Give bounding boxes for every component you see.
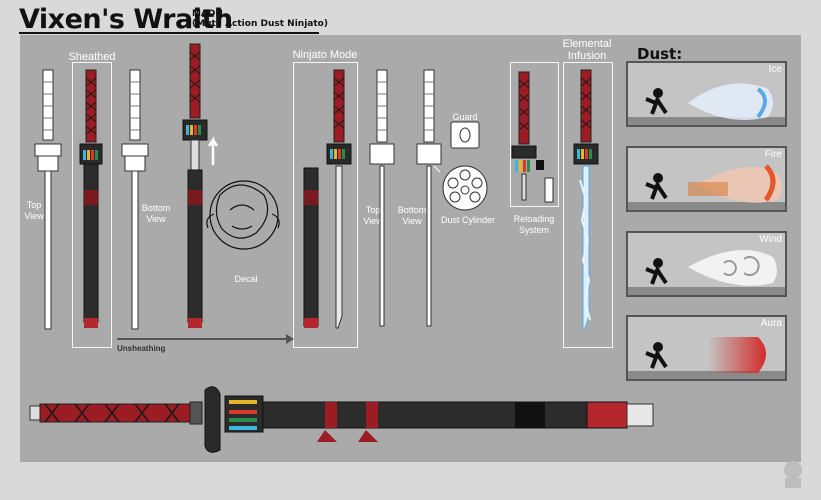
dust-label-wind: Wind bbox=[759, 234, 782, 245]
abbreviation: MADN bbox=[192, 9, 223, 19]
reloading-system-diagram bbox=[511, 71, 554, 203]
unsheathing-arrow bbox=[117, 334, 294, 344]
dust-card-aura: Aura bbox=[626, 315, 787, 381]
sword-bottom-view-1 bbox=[121, 69, 149, 330]
fire-effect bbox=[645, 164, 782, 203]
bottom-view-label-2: Bottom View bbox=[397, 205, 427, 226]
dust-card-fire: Fire bbox=[626, 146, 787, 212]
sword-top-view-2 bbox=[369, 69, 395, 327]
dust-cylinder-diagram bbox=[433, 165, 488, 211]
watermark-icon bbox=[784, 461, 802, 488]
decal-label: Decal bbox=[234, 274, 258, 284]
infusion-frame bbox=[563, 62, 613, 348]
ninjato-frame bbox=[293, 62, 358, 348]
unsheathing-label: Unsheathing bbox=[117, 344, 166, 353]
dust-card-wind: Wind bbox=[626, 231, 787, 297]
wind-effect bbox=[645, 249, 777, 286]
top-view-label-1: Top View bbox=[24, 200, 44, 221]
reloading-system-label: Reloading System bbox=[513, 214, 555, 235]
decal-illustration bbox=[206, 180, 280, 250]
guard-diagram bbox=[450, 121, 480, 149]
ninjato-blade bbox=[326, 69, 352, 329]
full-sword-side-view bbox=[29, 386, 654, 453]
dust-title: Dust: bbox=[637, 45, 683, 63]
sheathed-label: Sheathed bbox=[68, 51, 116, 63]
elemental-infusion-label: Elemental Infusion bbox=[562, 38, 612, 62]
dust-label-aura: Aura bbox=[760, 318, 782, 329]
bottom-view-label-1: Bottom View bbox=[141, 203, 171, 224]
aura-effect bbox=[645, 337, 766, 373]
sheathed-frame bbox=[72, 62, 112, 348]
dust-cylinder-label: Dust Cylinder bbox=[440, 215, 496, 225]
sword-unsheathing bbox=[182, 43, 219, 328]
title-underline bbox=[19, 32, 319, 34]
ninjato-sheath bbox=[303, 167, 319, 328]
page-title: Vixen's Wraith bbox=[19, 4, 233, 35]
full-name: (Mutil Action Dust Ninjato) bbox=[192, 19, 328, 29]
sword-sheathed bbox=[79, 69, 103, 328]
dust-card-ice: Ice bbox=[626, 61, 787, 127]
sword-bottom-view-2 bbox=[416, 69, 442, 327]
guard-label: Guard bbox=[452, 112, 478, 122]
ninjato-mode-label: Ninjato Mode bbox=[292, 49, 358, 61]
sword-top-view-1 bbox=[34, 69, 62, 330]
top-view-label-2: Top View bbox=[363, 205, 383, 226]
dust-label-ice: Ice bbox=[768, 64, 782, 75]
infusion-blade bbox=[573, 69, 599, 329]
ice-effect bbox=[645, 83, 773, 120]
dust-label-fire: Fire bbox=[764, 149, 782, 160]
reload-frame bbox=[510, 62, 559, 207]
